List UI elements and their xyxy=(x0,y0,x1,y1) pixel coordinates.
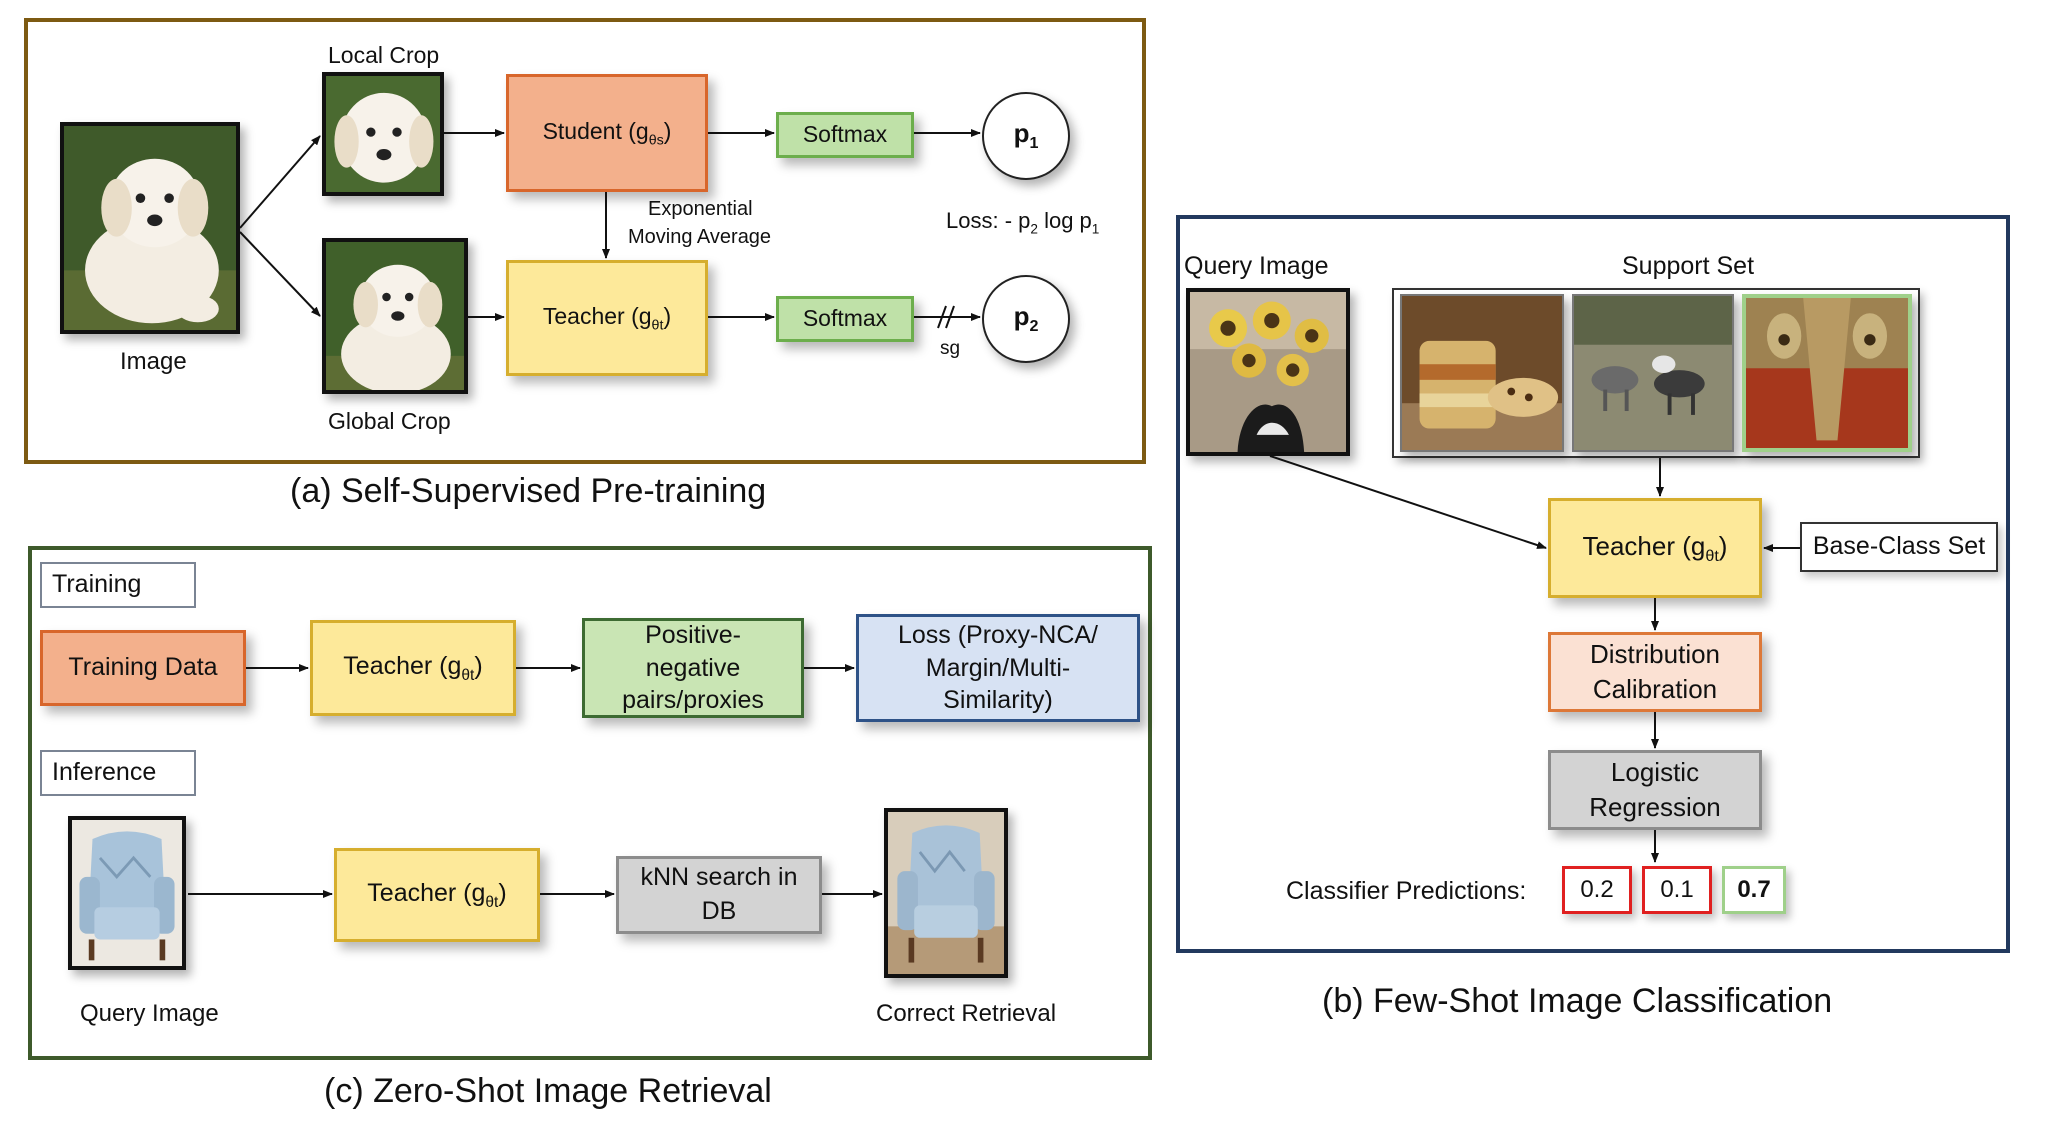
knn-line2: DB xyxy=(701,897,737,925)
loss-mid: log p xyxy=(1037,208,1092,233)
loss-c-line3: Similarity) xyxy=(943,686,1053,715)
loss-sub1: 2 xyxy=(1030,221,1038,237)
local-crop-label: Local Crop xyxy=(328,42,440,68)
teacher-c-infer-close: ) xyxy=(498,878,507,907)
teacher-a-close: ) xyxy=(663,302,672,329)
pairs-proxies-box: Positive- negative pairs/proxies xyxy=(582,618,804,718)
support-image-dogs xyxy=(1572,294,1734,452)
teacher-c-infer-text: Teacher (g xyxy=(367,878,486,907)
teacher-b-close: ) xyxy=(1718,530,1728,561)
teacher-c-train-close: ) xyxy=(474,651,483,680)
loss-pre: Loss: - p xyxy=(946,208,1031,233)
ema-label-line2: Moving Average xyxy=(628,226,772,248)
knn-search-box: kNN search in DB xyxy=(616,856,822,934)
teacher-b-text: Teacher (g xyxy=(1582,530,1706,561)
p1-node: p1 xyxy=(982,92,1070,180)
loss-c-line2: Margin/Multi- xyxy=(925,653,1071,682)
logistic-line1: Logistic xyxy=(1610,756,1700,787)
distribution-calibration-box: Distribution Calibration xyxy=(1548,632,1762,712)
support-set-label: Support Set xyxy=(1622,252,1755,280)
student-close: ) xyxy=(663,117,672,144)
teacher-box-b: Teacher (gθt) xyxy=(1548,498,1762,598)
teacher-c-infer-sub: θt xyxy=(485,893,499,911)
prediction-value: 0.2 xyxy=(1562,866,1632,914)
retrieved-image-chair xyxy=(884,808,1008,978)
p1-text: p xyxy=(1013,118,1030,149)
global-crop-label: Global Crop xyxy=(328,408,451,434)
pairs-line2: negative xyxy=(645,653,741,682)
knn-line1: kNN search in xyxy=(640,863,798,892)
softmax-box-top: Softmax xyxy=(776,112,914,158)
p2-node: p2 xyxy=(982,275,1070,363)
classifier-predictions-label: Classifier Predictions: xyxy=(1286,877,1527,905)
teacher-b-sub: θt xyxy=(1705,546,1719,565)
calibration-line2: Calibration xyxy=(1592,674,1718,704)
softmax-box-bottom: Softmax xyxy=(776,296,914,342)
prediction-value-correct: 0.7 xyxy=(1722,866,1786,914)
loss-sub2: 1 xyxy=(1091,221,1100,237)
loss-box-c: Loss (Proxy-NCA/ Margin/Multi- Similarit… xyxy=(856,614,1140,722)
loss-label-a: Loss: - p2 log p1 xyxy=(946,208,1099,236)
p2-text: p xyxy=(1013,301,1030,332)
puppy-image xyxy=(60,122,240,334)
caption-a: (a) Self-Supervised Pre-training xyxy=(290,472,767,510)
correct-retrieval-label: Correct Retrieval xyxy=(876,1000,1057,1027)
teacher-box-c-infer: Teacher (gθt) xyxy=(334,848,540,942)
calibration-line1: Distribution xyxy=(1589,638,1721,669)
p2-sub: 2 xyxy=(1029,317,1039,336)
student-text: Student (g xyxy=(542,117,649,144)
support-image-dessert xyxy=(1400,294,1564,452)
teacher-c-train-text: Teacher (g xyxy=(343,651,462,680)
student-box: Student (gθs) xyxy=(506,74,708,192)
image-label: Image xyxy=(120,348,187,375)
caption-b: (b) Few-Shot Image Classification xyxy=(1322,982,1833,1020)
pairs-line1: Positive- xyxy=(645,621,741,650)
loss-c-line1: Loss (Proxy-NCA/ xyxy=(897,621,1099,650)
teacher-a-text: Teacher (g xyxy=(542,302,652,329)
query-image-label-b: Query Image xyxy=(1184,252,1329,280)
training-tag: Training xyxy=(40,562,196,608)
ema-label-line1: Exponential xyxy=(648,198,753,220)
local-crop-image xyxy=(322,72,444,196)
teacher-c-train-sub: θt xyxy=(461,666,475,684)
prediction-value: 0.1 xyxy=(1642,866,1712,914)
support-image-pottery xyxy=(1742,294,1912,452)
teacher-a-sub: θt xyxy=(651,317,664,334)
logistic-regression-box: Logistic Regression xyxy=(1548,750,1762,830)
base-class-set-box: Base-Class Set xyxy=(1800,522,1998,572)
p1-sub: 1 xyxy=(1029,134,1039,153)
logistic-line2: Regression xyxy=(1589,792,1721,822)
teacher-box-c-train: Teacher (gθt) xyxy=(310,620,516,716)
training-data-box: Training Data xyxy=(40,630,246,706)
pairs-line3: pairs/proxies xyxy=(622,686,764,715)
student-sub: θs xyxy=(648,132,664,149)
inference-tag: Inference xyxy=(40,750,196,796)
stop-gradient-label: sg xyxy=(940,338,961,359)
caption-c: (c) Zero-Shot Image Retrieval xyxy=(324,1072,772,1110)
global-crop-image xyxy=(322,238,468,394)
query-image-sunflowers xyxy=(1186,288,1350,456)
query-image-chair xyxy=(68,816,186,970)
teacher-box-a: Teacher (gθt) xyxy=(506,260,708,376)
query-image-label-c: Query Image xyxy=(80,1000,219,1027)
